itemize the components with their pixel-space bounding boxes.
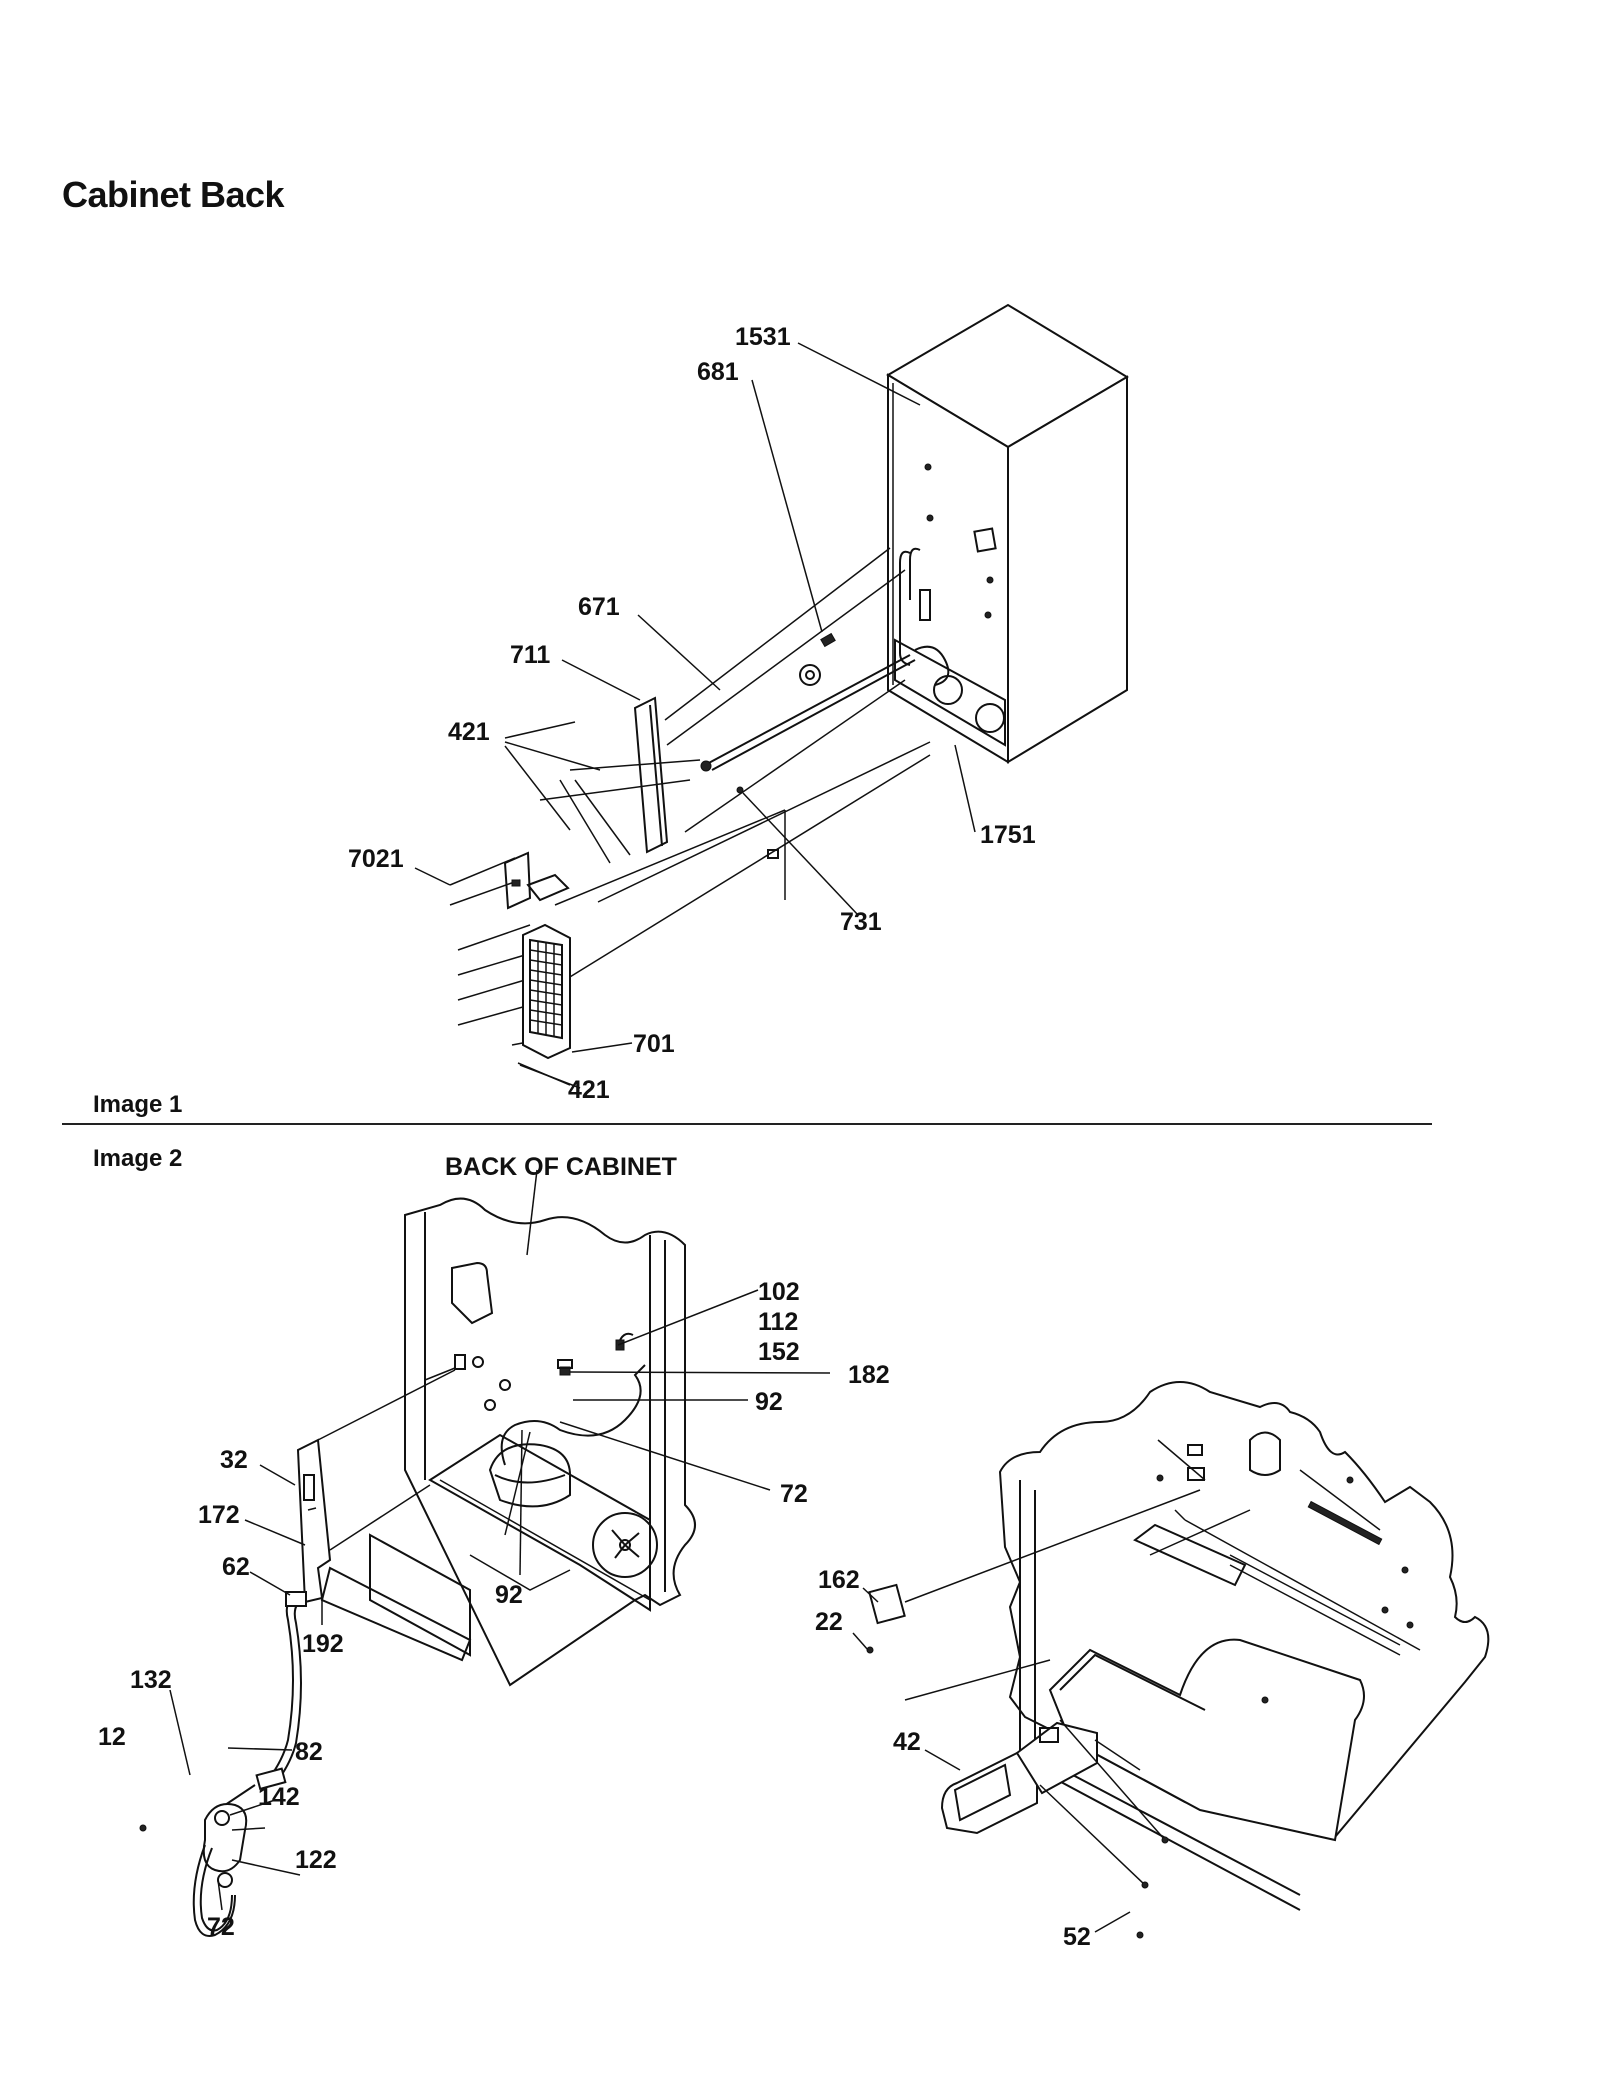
condenser-tubing xyxy=(700,547,931,794)
callout-671: 671 xyxy=(578,593,620,621)
callout-92-right: 92 xyxy=(755,1388,783,1416)
freezer-liner xyxy=(998,1381,1490,1911)
callout-122: 122 xyxy=(295,1846,337,1874)
cabinet-back-panel xyxy=(404,1197,696,1687)
image1-label: Image 1 xyxy=(93,1091,183,1118)
cabinet-body xyxy=(886,303,1129,764)
callout-102: 102 xyxy=(758,1278,800,1306)
callout-182: 182 xyxy=(848,1361,890,1389)
callout-72-right: 72 xyxy=(780,1480,808,1508)
compressor-area xyxy=(894,638,1006,747)
callout-142: 142 xyxy=(258,1783,300,1811)
callout-162: 162 xyxy=(818,1566,860,1594)
callout-12: 12 xyxy=(98,1723,126,1751)
grille-701 xyxy=(522,923,571,1060)
callout-112: 112 xyxy=(758,1308,798,1336)
callout-back-of-cabinet: BACK OF CABINET xyxy=(445,1153,677,1181)
callout-701: 701 xyxy=(633,1030,675,1058)
section-divider xyxy=(62,1123,1432,1125)
callout-1751: 1751 xyxy=(980,821,1036,849)
callout-192: 192 xyxy=(302,1630,344,1658)
ice-dispenser-42 xyxy=(866,1489,1201,1939)
callout-62: 62 xyxy=(222,1553,250,1581)
water-valve-harness xyxy=(139,1591,307,1937)
callout-421-top: 421 xyxy=(448,718,490,746)
callout-22: 22 xyxy=(815,1608,843,1636)
image2-label: Image 2 xyxy=(93,1145,183,1172)
callout-82: 82 xyxy=(295,1738,323,1766)
callout-172: 172 xyxy=(198,1501,240,1529)
bracket-7021 xyxy=(503,851,570,910)
image1-leader-lines xyxy=(414,342,976,1089)
callout-7021: 7021 xyxy=(348,845,404,873)
callout-52: 52 xyxy=(1063,1923,1091,1951)
callout-32: 32 xyxy=(220,1446,248,1474)
page-title: Cabinet Back xyxy=(62,174,285,215)
image2-leader-lines xyxy=(169,1169,1131,1933)
callout-421-bottom: 421 xyxy=(568,1076,610,1104)
callout-681: 681 xyxy=(697,358,739,386)
callout-92-bottom: 92 xyxy=(495,1581,523,1609)
callout-132: 132 xyxy=(130,1666,172,1694)
callout-152: 152 xyxy=(758,1338,800,1366)
callout-72-bottom: 72 xyxy=(207,1913,235,1941)
back-panel-711 xyxy=(633,696,669,854)
callout-731: 731 xyxy=(840,908,882,936)
exploded-projection-lines xyxy=(449,547,931,1086)
mounting-bracket-32 xyxy=(296,1369,472,1662)
callout-711: 711 xyxy=(510,641,550,669)
compressor-fan-assembly xyxy=(428,1433,658,1612)
callout-42: 42 xyxy=(893,1728,921,1756)
callout-1531: 1531 xyxy=(735,323,791,351)
